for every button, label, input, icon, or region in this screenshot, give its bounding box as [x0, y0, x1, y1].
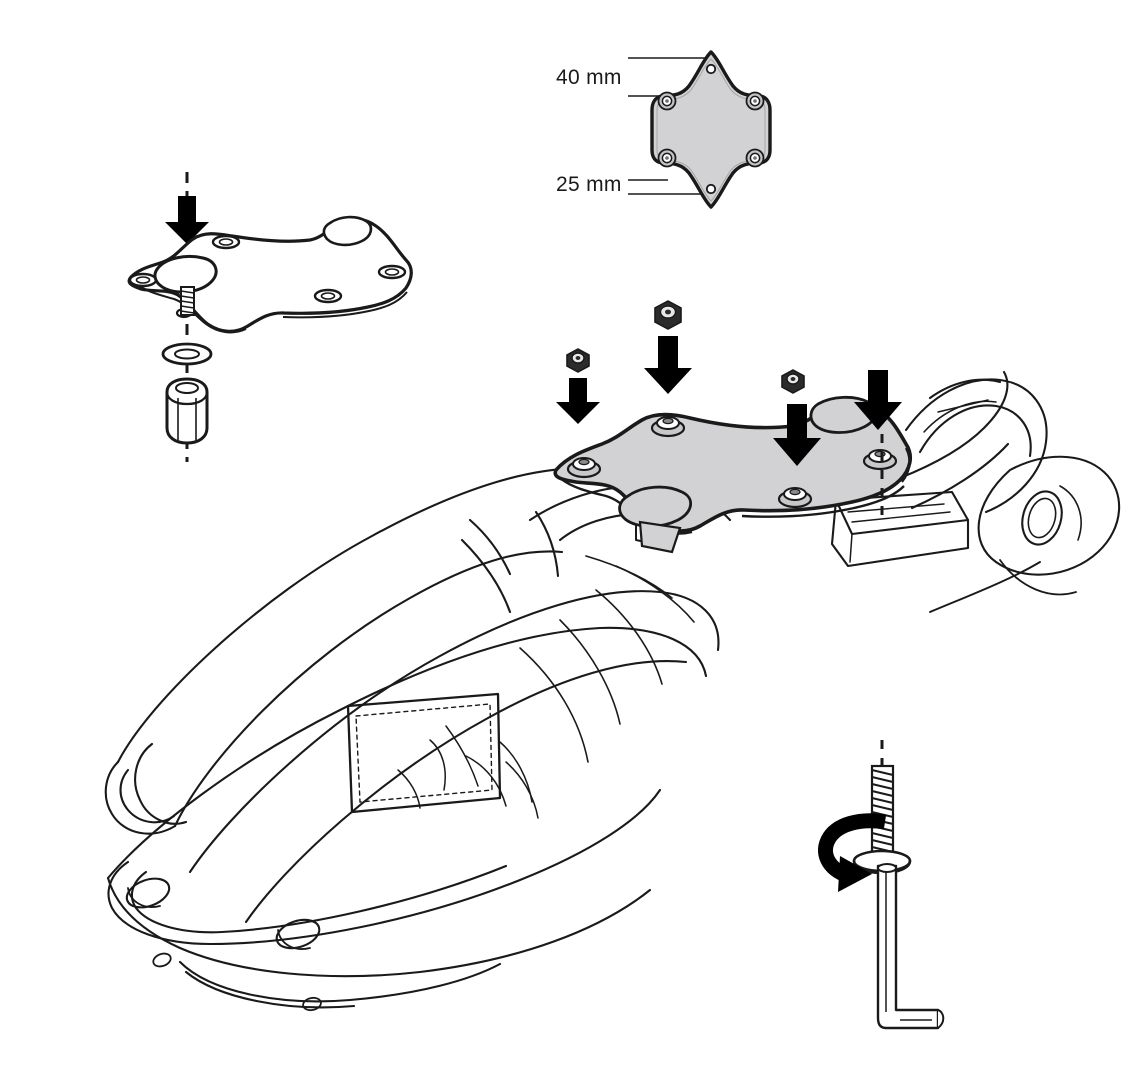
- arrow-left: [556, 378, 600, 424]
- plate-raised-pad-right: [322, 215, 373, 247]
- threaded-stud: [180, 286, 195, 316]
- washer-exploded: [161, 342, 213, 366]
- seated-nuts-group: [566, 416, 898, 509]
- screw-shaft: [870, 764, 895, 860]
- dimension-callout-group: 40 mm 25 mm: [556, 50, 772, 209]
- plate-corner-holes: [657, 91, 765, 168]
- dimension-label-40mm: 40 mm: [556, 66, 622, 89]
- exploded-mounting-plate: [127, 217, 413, 333]
- arrow-middle: [644, 336, 692, 394]
- install-direction-arrows: [556, 336, 902, 466]
- install-direction-arrow-exploded: [165, 196, 209, 244]
- dimension-label-25mm: 25 mm: [556, 173, 622, 196]
- bolt-head-boss: [153, 254, 218, 294]
- plate-hole-tip-top: [705, 63, 717, 75]
- fastening-detail-group: [818, 434, 945, 1030]
- installed-plate-pad-left: [618, 485, 692, 528]
- arrow-right: [854, 370, 902, 430]
- hex-standoff-exploded: [165, 377, 209, 445]
- hex-nut-left: [566, 348, 590, 373]
- allen-hex-key: [876, 863, 945, 1030]
- rotation-direction-arrow: [818, 813, 887, 892]
- plate-thickness-edge-right: [282, 291, 408, 319]
- caster-bumps: [125, 877, 321, 950]
- hex-nut-middle: [654, 300, 682, 330]
- installed-plate-edge-corner: [901, 447, 911, 483]
- mounting-plate-top-view-shape: [650, 50, 772, 209]
- installed-plate-group: [553, 300, 913, 554]
- hex-nut-center: [781, 369, 805, 394]
- exploded-assembly-group: [127, 172, 413, 462]
- installed-plate-pad-stem: [638, 520, 682, 554]
- arrow-center: [773, 404, 821, 466]
- plate-hole-tip-bottom: [705, 183, 717, 195]
- installed-plate-edge-right: [741, 485, 905, 518]
- floating-hex-nuts-group: [566, 300, 805, 394]
